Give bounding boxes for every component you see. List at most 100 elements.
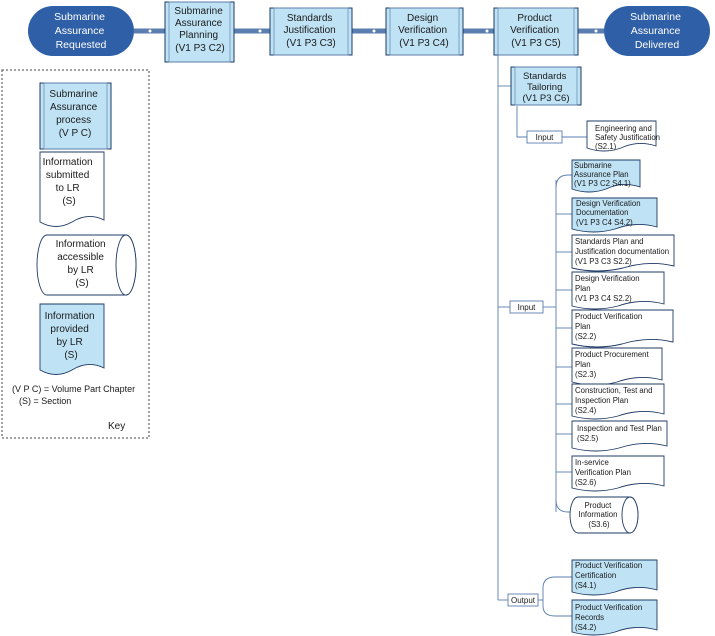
doc-product-procurement-plan: Product Procurement Plan (S2.3) bbox=[571, 347, 663, 386]
key-accessible-line-1: Information bbox=[56, 239, 106, 250]
process-design-line-1: Design bbox=[407, 13, 438, 24]
doc-prod-info-line-3: (S3.6) bbox=[588, 520, 610, 529]
doc-standards-plan: Standards Plan and Justification documen… bbox=[571, 234, 675, 272]
doc-pv-cert-line-3: (S4.1) bbox=[575, 581, 597, 590]
doc-pp-plan-line-1: Product Procurement bbox=[575, 350, 650, 359]
doc-product-information: Product Information (S3.6) bbox=[569, 496, 639, 534]
doc-product-verification-records: Product Verification Records (S4.2) bbox=[571, 599, 658, 636]
terminal-end-line-2: Assurance bbox=[631, 25, 681, 37]
svg-text:Information submitted: Information submitted to LR (S) bbox=[43, 157, 96, 207]
doc-pp-plan-line-2: Plan bbox=[575, 360, 591, 369]
process-tailoring-line-1: Standards bbox=[523, 71, 567, 82]
doc-dv-doc-line-1: Design Verification bbox=[576, 199, 641, 208]
svg-text:Submarine Assurance: Submarine Assurance Delivered bbox=[630, 11, 684, 51]
key-process-line-4: (V P C) bbox=[59, 128, 92, 139]
process-standards-line-2: Justification bbox=[283, 25, 335, 36]
svg-text:Product Verification Cer: Product Verification Certification (S4.1… bbox=[575, 561, 644, 590]
process-product-line-1: Product bbox=[517, 13, 552, 24]
doc-it-plan-line-1: Inspection and Test Plan bbox=[577, 424, 662, 433]
label-input-top: Input bbox=[526, 130, 563, 144]
key-accessible-line-4: (S) bbox=[75, 278, 88, 289]
doc-pp-plan-line-3: (S2.3) bbox=[575, 370, 597, 379]
doc-pv-plan-line-2: Plan bbox=[575, 322, 591, 331]
svg-text:Submarine Assurance: Submarine Assurance Planning (V1 P3 C2) bbox=[174, 6, 225, 54]
svg-text:Product Verification: Product Verification (V1 P3 C5) bbox=[510, 13, 562, 49]
doc-design-verification-documentation: Design Verification Documentation (V1 P3… bbox=[571, 197, 658, 233]
key-process-line-3: process bbox=[56, 115, 91, 126]
key-submitted: Information submitted to LR (S) bbox=[39, 151, 105, 227]
doc-dv-plan-line-3: (V1 P3 C4 S2.2) bbox=[575, 294, 632, 303]
svg-text:Information provided: Information provided by LR (S) bbox=[45, 311, 98, 361]
doc-pv-rec-line-1: Product Verification bbox=[575, 603, 642, 612]
process-planning-line-3: Planning bbox=[179, 30, 218, 41]
branch-connectors bbox=[497, 55, 587, 617]
doc-submarine-assurance-plan: Submarine Assurance Plan (V1 P3 C2 S4.1) bbox=[571, 159, 641, 193]
key-accessible-line-2: accessible bbox=[57, 252, 104, 263]
process-design-line-3: (V1 P3 C4) bbox=[399, 38, 448, 49]
key-provided: Information provided by LR (S) bbox=[39, 303, 105, 375]
doc-std-plan-line-3: (V1 P3 C3 S2.2) bbox=[575, 257, 632, 266]
svg-text:Product Procurement Plan: Product Procurement Plan (S2.3) bbox=[575, 350, 651, 379]
label-output: Output bbox=[507, 593, 539, 607]
key-provided-line-2: provided bbox=[50, 324, 88, 335]
key-process-line-2: Assurance bbox=[50, 102, 98, 113]
doc-prod-info-line-1: Product bbox=[584, 501, 612, 510]
key-provided-line-4: (S) bbox=[64, 350, 77, 361]
process-product-verification: Product Verification (V1 P3 C5) bbox=[493, 7, 579, 56]
doc-prod-info-line-2: Information bbox=[578, 510, 617, 519]
key-submitted-line-1: Information bbox=[43, 157, 93, 168]
key-legend-line-2: (S) = Section bbox=[19, 396, 71, 406]
label-input-top-text: Input bbox=[536, 133, 555, 142]
svg-text:Standards Tailoring: Standards Tailoring (V1 P3 C6) bbox=[523, 71, 570, 104]
svg-text:(V P C) = Volume Part Chapter: (V P C) = Volume Part Chapter (S) = Sect… bbox=[12, 384, 138, 406]
process-standards-line-1: Standards bbox=[287, 13, 333, 24]
svg-text:Design Verification Docu: Design Verification Documentation (V1 P3… bbox=[576, 199, 643, 227]
svg-text:Product Verification Pla: Product Verification Plan (S2.2) bbox=[575, 312, 644, 341]
process-standards-tailoring: Standards Tailoring (V1 P3 C6) bbox=[510, 66, 582, 106]
key-legend-line-1: (V P C) = Volume Part Chapter bbox=[12, 384, 135, 394]
doc-sub-plan-line-1: Submarine bbox=[574, 161, 612, 170]
doc-dv-plan-line-2: Plan bbox=[575, 284, 591, 293]
doc-dv-plan-line-1: Design Verification bbox=[575, 274, 640, 283]
process-standards-line-3: (V1 P3 C3) bbox=[286, 38, 335, 49]
process-tailoring-line-2: Tailoring bbox=[527, 82, 562, 93]
svg-text:Submarine Assurance: Submarine Assurance process (V P C) bbox=[49, 89, 100, 139]
svg-text:Standards Plan and Justi: Standards Plan and Justification documen… bbox=[575, 237, 671, 266]
doc-dv-doc-line-2: Documentation bbox=[576, 208, 628, 217]
key-accessible-line-3: by LR bbox=[68, 265, 94, 276]
doc-pv-cert-line-2: Certification bbox=[575, 571, 616, 580]
key-accessible: Information accessible by LR (S) bbox=[36, 234, 137, 296]
label-input-main-text: Input bbox=[518, 303, 537, 312]
terminal-start-line-2: Assurance bbox=[55, 25, 105, 37]
key-provided-line-3: by LR bbox=[57, 337, 83, 348]
doc-sub-plan-line-3: (V1 P3 C2 S4.1) bbox=[574, 179, 631, 188]
label-input-main: Input bbox=[509, 300, 544, 314]
process-planning: Submarine Assurance Planning (V1 P3 C2) bbox=[164, 1, 235, 63]
svg-text:Design Verification: Design Verification (V1 P3 C4) bbox=[398, 13, 450, 49]
key-process-line-1: Submarine bbox=[49, 89, 98, 100]
svg-text:In-service Verification: In-service Verification Plan (S2.6) bbox=[575, 458, 633, 487]
svg-text:Information accessible: Information accessible by LR (S) bbox=[56, 239, 109, 289]
doc-cti-plan-line-3: (S2.4) bbox=[575, 406, 597, 415]
doc-in-service-verification-plan: In-service Verification Plan (S2.6) bbox=[571, 455, 665, 492]
terminal-start-line-3: Requested bbox=[56, 39, 107, 51]
process-product-line-3: (V1 P3 C5) bbox=[511, 38, 560, 49]
doc-eng-line-1: Engineering and bbox=[595, 124, 652, 133]
terminal-end: Submarine Assurance Delivered bbox=[604, 6, 710, 56]
terminal-start: Submarine Assurance Requested bbox=[28, 6, 134, 56]
doc-cti-plan-line-2: Inspection Plan bbox=[575, 396, 628, 405]
process-planning-line-1: Submarine bbox=[174, 6, 223, 17]
svg-text:Standards Justification: Standards Justification (V1 P3 C3) bbox=[283, 13, 338, 49]
doc-isv-plan-line-1: In-service bbox=[575, 458, 609, 467]
doc-inspection-test-plan: Inspection and Test Plan (S2.5) bbox=[571, 420, 668, 452]
key-submitted-line-3: to LR bbox=[56, 183, 80, 194]
doc-pv-plan-line-3: (S2.2) bbox=[575, 332, 597, 341]
process-standards-justification: Standards Justification (V1 P3 C3) bbox=[269, 7, 353, 56]
doc-isv-plan-line-2: Verification Plan bbox=[575, 468, 631, 477]
doc-eng-line-2: Safety Justification bbox=[595, 133, 660, 142]
process-tailoring-line-3: (V1 P3 C6) bbox=[523, 93, 570, 104]
doc-pv-plan-line-1: Product Verification bbox=[575, 312, 642, 321]
svg-text:Inspection and Test Plan: Inspection and Test Plan (S2.5) bbox=[577, 424, 664, 443]
key-submitted-line-2: submitted bbox=[46, 170, 89, 181]
